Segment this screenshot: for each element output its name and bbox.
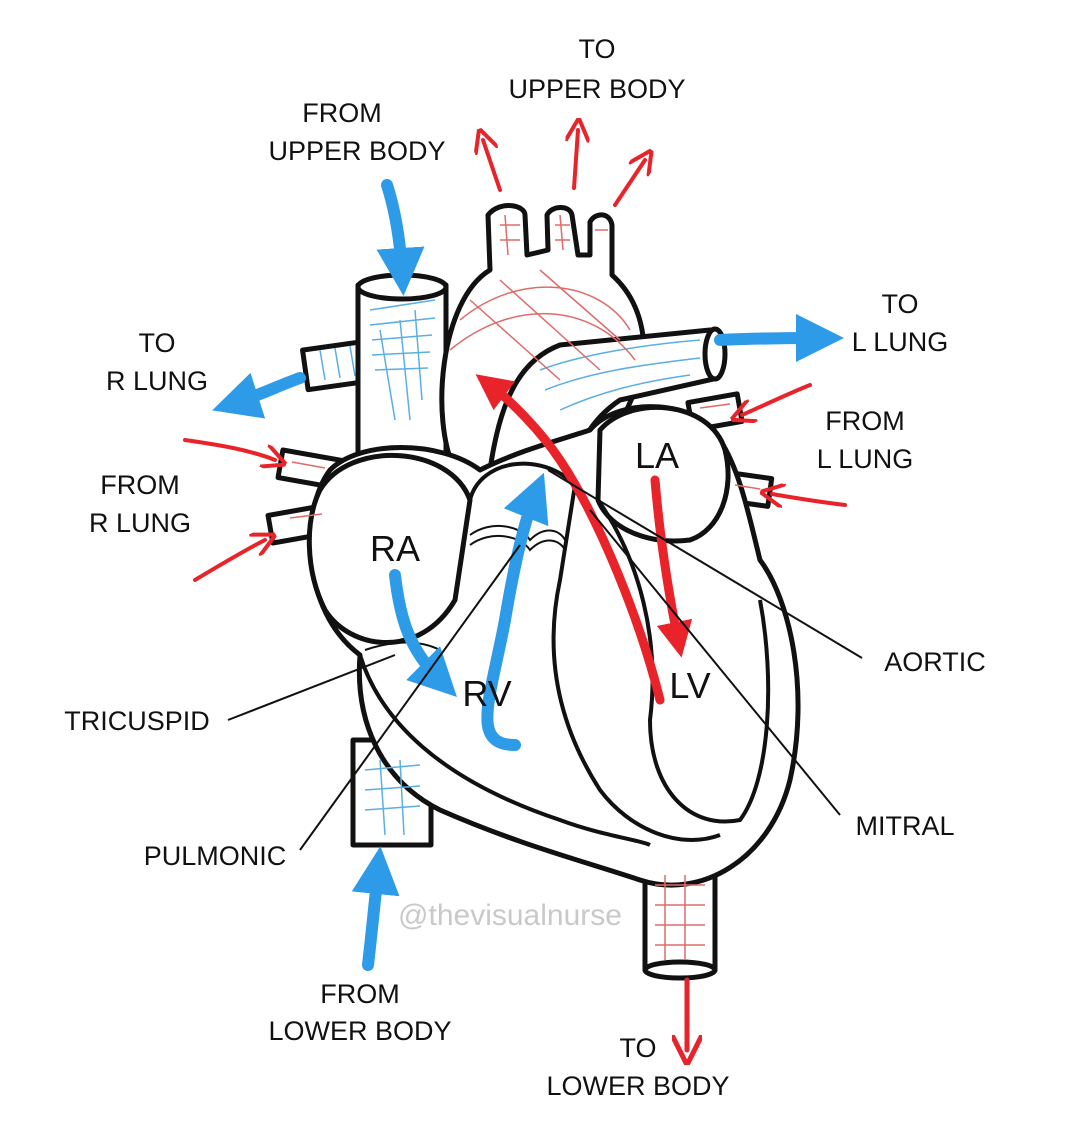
arrow-from-lower-body	[351, 846, 400, 971]
arrow-from-l-lung-2	[772, 494, 847, 505]
arrow-ra-to-rv	[389, 569, 457, 697]
label-pulmonic: PULMONIC	[144, 841, 287, 871]
watermark: @thevisualnurse	[398, 899, 622, 932]
label-from-lower-body-line2: LOWER BODY	[268, 1016, 451, 1046]
arrow-rv-to-pulmonary	[481, 472, 549, 751]
valve-leader-lines	[227, 469, 863, 851]
superior-vena-cava	[355, 282, 449, 473]
arrow-from-r-lung-2	[193, 540, 265, 582]
label-to-upper-body-line1: TO	[578, 34, 615, 64]
label-from-l-lung-line2: L LUNG	[817, 444, 914, 474]
arrow-to-upper-body-1	[483, 140, 502, 192]
arrow-to-upper-body-3	[613, 160, 645, 207]
label-from-l-lung-line1: FROM	[825, 406, 904, 436]
label-from-upper-body-line2: UPPER BODY	[268, 136, 445, 166]
arrow-to-r-lung	[212, 372, 306, 419]
label-to-upper-body-line2: UPPER BODY	[508, 74, 685, 104]
left-atrium	[595, 404, 731, 544]
label-tricuspid: TRICUSPID	[64, 706, 210, 736]
label-to-r-lung-line2: R LUNG	[106, 366, 208, 396]
label-to-lower-body-line2: LOWER BODY	[546, 1071, 729, 1101]
vessel-hatching	[289, 214, 761, 960]
arrow-from-upper-body	[376, 179, 425, 296]
label-lv: LV	[669, 665, 710, 706]
label-to-l-lung-line1: TO	[881, 289, 918, 319]
arrow-to-upper-body-2	[574, 130, 578, 190]
label-from-upper-body-line1: FROM	[302, 98, 381, 128]
label-ra: RA	[370, 528, 420, 569]
label-from-r-lung-line1: FROM	[100, 470, 179, 500]
arrow-to-l-lung	[714, 314, 844, 363]
label-from-lower-body-line1: FROM	[320, 979, 399, 1009]
label-from-r-lung-line2: R LUNG	[89, 508, 191, 538]
label-to-lower-body-line1: TO	[619, 1033, 656, 1063]
label-mitral: MITRAL	[855, 811, 954, 841]
arrow-la-to-lv	[650, 475, 693, 658]
arrow-from-r-lung-1	[183, 438, 275, 460]
label-to-r-lung-line1: TO	[138, 328, 175, 358]
label-la: LA	[635, 435, 679, 476]
label-to-l-lung-line2: L LUNG	[852, 327, 949, 357]
arrow-from-l-lung-1	[742, 383, 812, 415]
label-aortic: AORTIC	[884, 647, 986, 677]
label-rv: RV	[462, 673, 511, 714]
arrow-lv-to-aorta	[475, 374, 665, 705]
